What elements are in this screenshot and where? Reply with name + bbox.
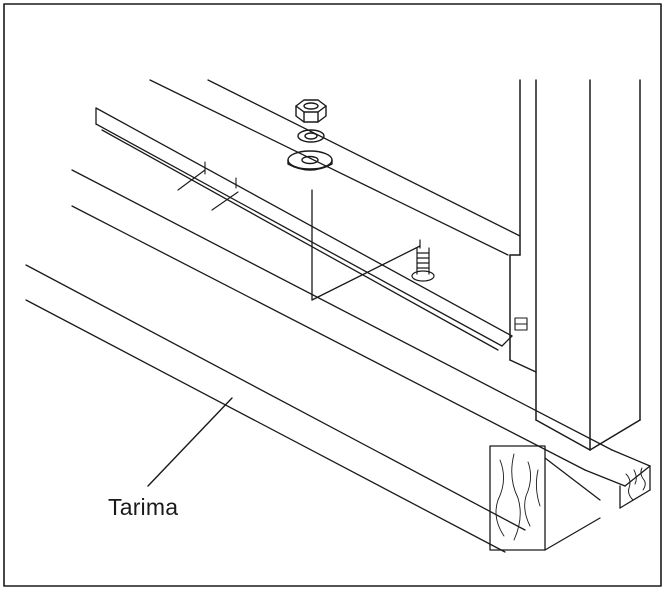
threaded-stud	[411, 239, 435, 282]
cabinet-base	[95, 79, 521, 351]
tarima-label: Tarima	[108, 494, 179, 520]
pallet-block	[489, 445, 601, 551]
lock-washer	[297, 129, 325, 143]
cabinet-post	[509, 79, 641, 451]
border	[3, 3, 662, 587]
hex-nut	[295, 99, 327, 123]
flat-washer	[287, 150, 333, 171]
pallet-boards	[25, 169, 651, 553]
wood-grain	[625, 467, 646, 501]
callout-leader	[147, 397, 233, 487]
rail-ticks	[177, 161, 239, 211]
